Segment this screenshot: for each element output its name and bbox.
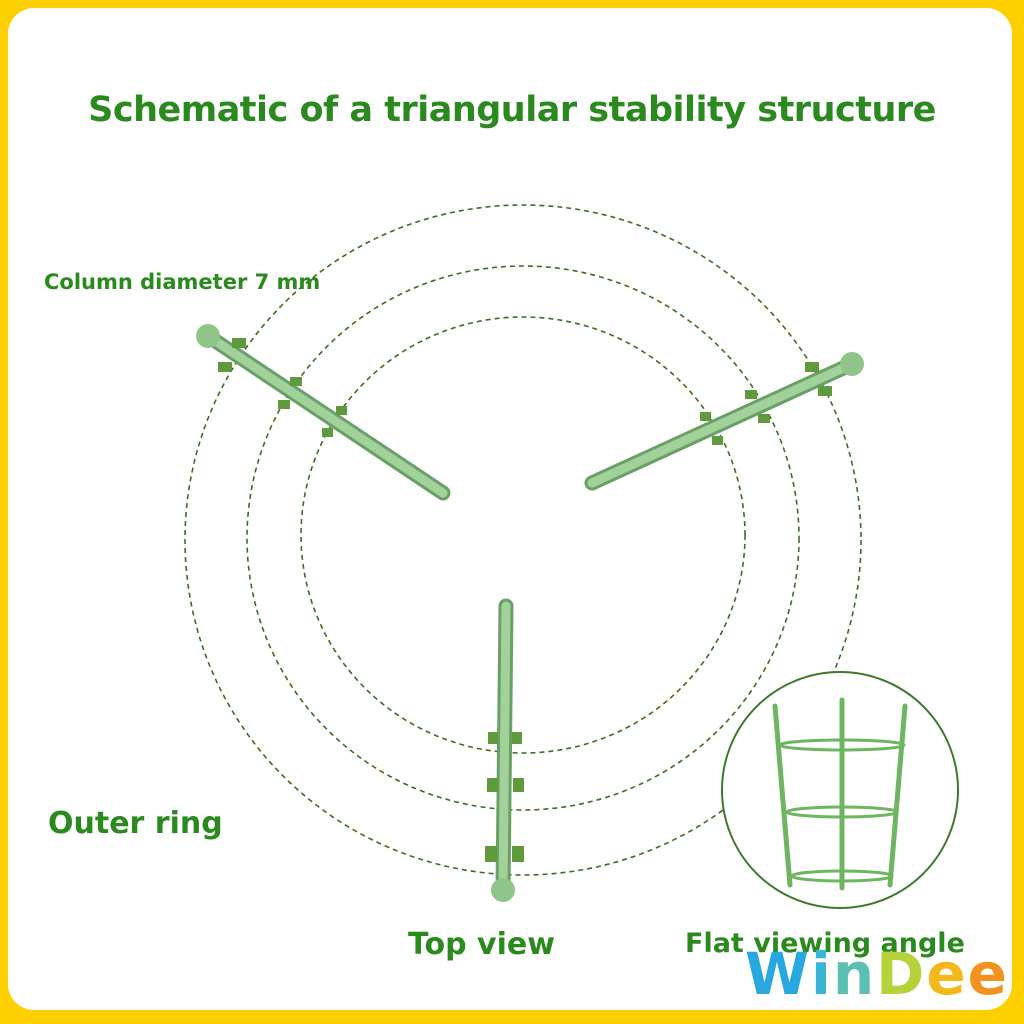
- ring-clips: [218, 338, 832, 862]
- pole-left: [196, 324, 451, 501]
- flat-view-label: Flat viewing angle: [685, 928, 965, 959]
- pole-right: [584, 352, 864, 491]
- middle-ring: [246, 265, 800, 811]
- flat-view-inset: [721, 671, 959, 909]
- top-view-label: Top view: [408, 927, 555, 962]
- outer-ring: [184, 204, 862, 876]
- windee-logo: WinDee: [745, 940, 1010, 1008]
- outer-ring-label: Outer ring: [48, 806, 223, 841]
- pole-bottom: [491, 598, 515, 902]
- column-diameter-label: Column diameter 7 mm: [44, 270, 321, 294]
- page-title: Schematic of a triangular stability stru…: [88, 90, 936, 130]
- inner-ring: [300, 316, 746, 754]
